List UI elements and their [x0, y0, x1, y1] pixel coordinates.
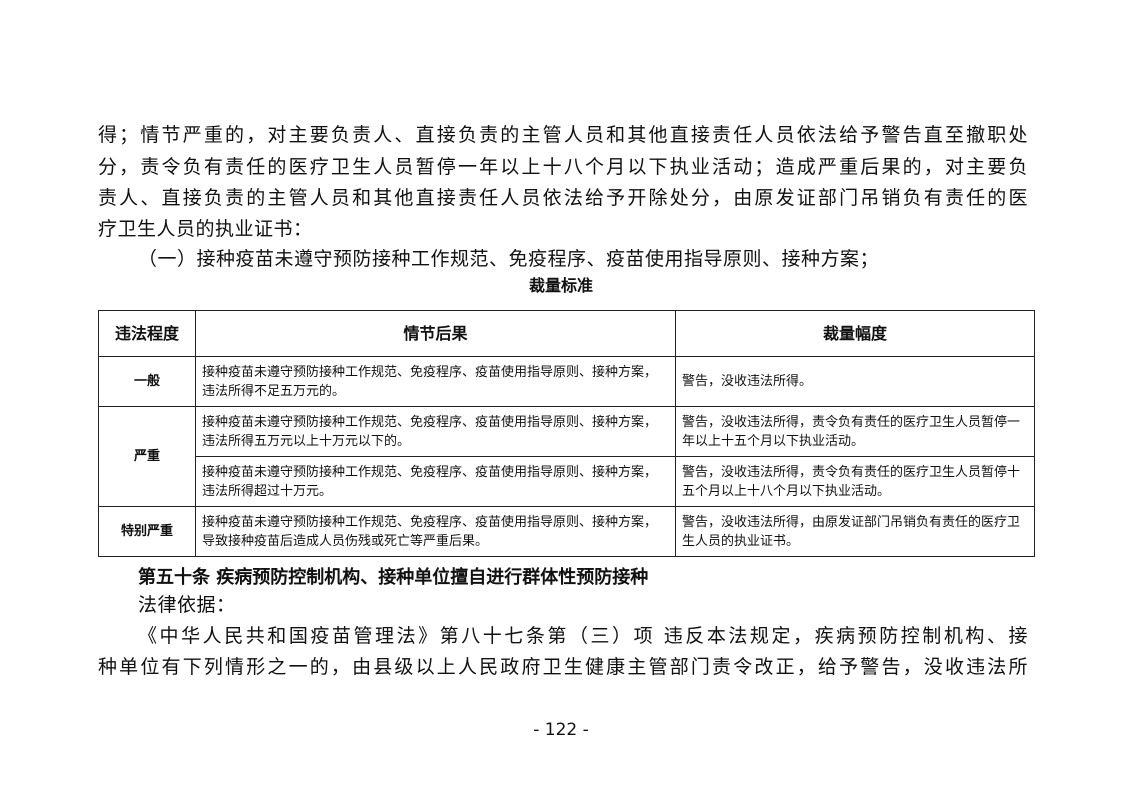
table-header-row: 违法程度 情节后果 裁量幅度 [98, 310, 1035, 357]
table-row: 接种疫苗未遵守预防接种工作规范、免疫程序、疫苗使用指导原则、接种方案，违法所得超… [99, 456, 1035, 507]
legal-line: 《中华人民共和国疫苗管理法》第八十七条第（三）项 违反本法规定，疾病预防控制机构… [138, 625, 1028, 647]
paragraph-line: 得；情节严重的，对主要负责人、直接负责的主管人员和其他直接责任人员依法给予警告直… [98, 124, 1028, 146]
header-penalty: 裁量幅度 [675, 310, 1035, 357]
table-row: 一般 接种疫苗未遵守预防接种工作规范、免疫程序、疫苗使用指导原则、接种方案，违法… [98, 356, 1035, 407]
facts-cell: 接种疫苗未遵守预防接种工作规范、免疫程序、疫苗使用指导原则、接种方案，违法所得五… [195, 406, 676, 457]
penalty-cell: 警告，没收违法所得，责令负有责任的医疗卫生人员暂停一年以上十五个月以下执业活动。 [675, 406, 1035, 457]
paragraph-line: 责人、直接负责的主管人员和其他直接责任人员依法给予开除处分，由原发证部门吊销负有… [98, 187, 1028, 209]
table-title: 裁量标准 [528, 276, 593, 295]
article-heading: 第五十条 疾病预防控制机构、接种单位擅自进行群体性预防接种 [138, 567, 649, 588]
level-cell: 特别严重 [98, 506, 196, 557]
legal-basis-label: 法律依据： [138, 594, 236, 616]
level-cell: 严重 [98, 406, 196, 507]
header-level: 违法程度 [98, 310, 196, 357]
facts-cell: 接种疫苗未遵守预防接种工作规范、免疫程序、疫苗使用指导原则、接种方案，导致接种疫… [195, 506, 676, 557]
table-row: 特别严重 接种疫苗未遵守预防接种工作规范、免疫程序、疫苗使用指导原则、接种方案，… [98, 506, 1035, 557]
level-cell: 一般 [98, 356, 196, 407]
facts-cell: 接种疫苗未遵守预防接种工作规范、免疫程序、疫苗使用指导原则、接种方案，违法所得超… [195, 456, 676, 507]
facts-cell: 接种疫苗未遵守预防接种工作规范、免疫程序、疫苗使用指导原则、接种方案，违法所得不… [195, 356, 676, 407]
penalty-table: 违法程度 情节后果 裁量幅度 一般 接种疫苗未遵守预防接种工作规范、免疫程序、疫… [98, 310, 1035, 557]
penalty-cell: 警告，没收违法所得。 [675, 356, 1035, 407]
page-number: - 122 - [533, 720, 589, 740]
table-row: 严重 接种疫苗未遵守预防接种工作规范、免疫程序、疫苗使用指导原则、接种方案，违法… [98, 406, 1035, 507]
paragraph-line: 分，责令负有责任的医疗卫生人员暂停一年以上十八个月以下执业活动；造成严重后果的，… [98, 156, 1028, 178]
header-facts: 情节后果 [195, 310, 676, 357]
penalty-cell: 警告，没收违法所得，由原发证部门吊销负有责任的医疗卫生人员的执业证书。 [675, 506, 1035, 557]
penalty-cell: 警告，没收违法所得，责令负有责任的医疗卫生人员暂停十五个月以上十八个月以下执业活… [675, 456, 1035, 507]
legal-line: 种单位有下列情形之一的，由县级以上人民政府卫生健康主管部门责令改正，给予警告，没… [98, 656, 1028, 678]
item-1: （一）接种疫苗未遵守预防接种工作规范、免疫程序、疫苗使用指导原则、接种方案； [138, 248, 880, 270]
paragraph-line: 疗卫生人员的执业证书： [98, 218, 313, 240]
